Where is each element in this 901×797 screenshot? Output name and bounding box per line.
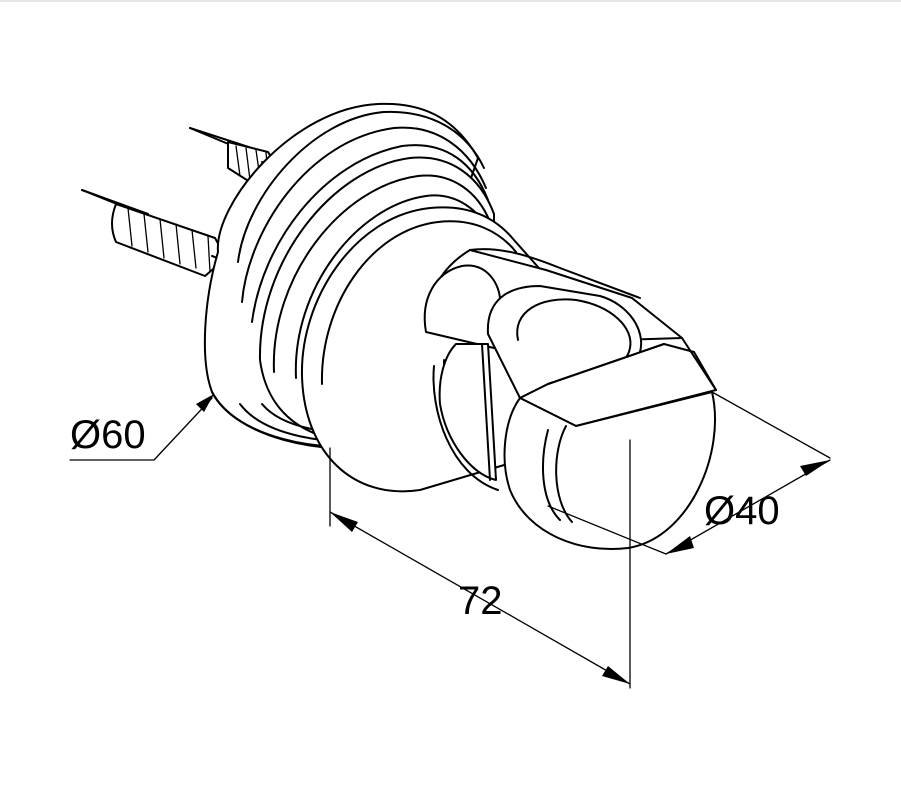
holder-diameter-dimension: Ø40 <box>547 391 831 555</box>
length-label: 72 <box>458 579 503 623</box>
base-diameter-dimension: Ø60 <box>69 394 214 461</box>
length-dimension: 72 <box>329 439 631 689</box>
base-diameter-label: Ø60 <box>70 413 146 457</box>
holder-diameter-label: Ø40 <box>704 489 780 533</box>
